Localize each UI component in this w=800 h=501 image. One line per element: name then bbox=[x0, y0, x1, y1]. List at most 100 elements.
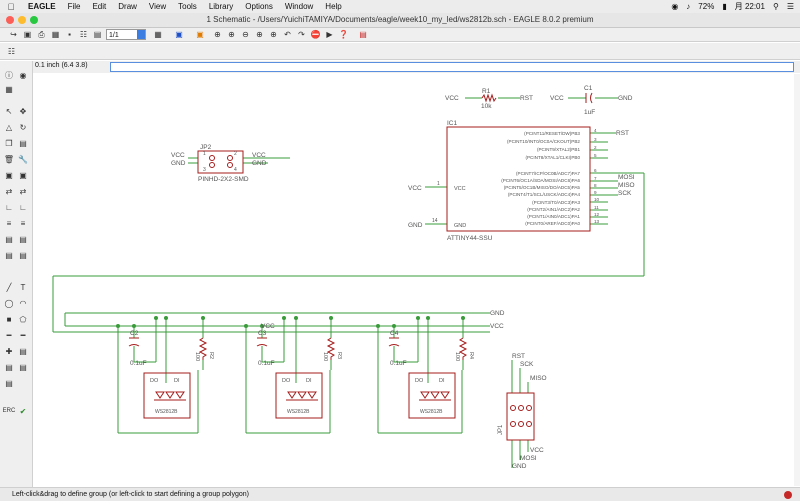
ic1-gnd-net-label: GND bbox=[408, 222, 423, 229]
sheet-select[interactable]: 1/1 bbox=[106, 29, 146, 40]
wire-icon[interactable]: ╱ bbox=[6, 282, 12, 292]
menu-edit[interactable]: Edit bbox=[92, 2, 107, 11]
help-icon[interactable]: ❓ bbox=[338, 30, 349, 39]
jp2-gnd-right-label: GND bbox=[252, 160, 267, 167]
junction-icon[interactable]: ✚ bbox=[5, 346, 13, 356]
zoom-in-icon[interactable]: ⊕ bbox=[228, 30, 235, 39]
jp2-vcc-right-label: VCC bbox=[252, 152, 266, 159]
copy-icon[interactable]: ❐ bbox=[5, 138, 13, 148]
vertical-scrollbar[interactable] bbox=[794, 74, 800, 486]
schematic-labels: VCC RST R1 10k VCC GND C1 1uF JP2 PINHD-… bbox=[130, 85, 635, 470]
menu-help[interactable]: Help bbox=[325, 2, 342, 11]
jp1-mosi-label: MOSI bbox=[520, 455, 537, 462]
erc-tool-icon[interactable]: ERC bbox=[2, 408, 16, 414]
zoom-fit-icon[interactable]: ⊕ bbox=[214, 30, 221, 39]
battery-icon[interactable]: ▮ bbox=[722, 2, 727, 11]
ic1-pinnum: 7 bbox=[594, 176, 597, 181]
info-icon[interactable]: ⓘ bbox=[5, 70, 13, 80]
wrench-icon[interactable]: 🔧 bbox=[18, 154, 28, 164]
menu-tools[interactable]: Tools bbox=[178, 2, 197, 11]
mirror-icon[interactable]: △ bbox=[5, 122, 13, 132]
menu-list-icon[interactable]: ☰ bbox=[786, 2, 794, 11]
frame-icon[interactable]: ▤ bbox=[5, 378, 13, 388]
split-icon[interactable]: ∟ bbox=[5, 202, 13, 212]
battery-text[interactable]: 72% bbox=[698, 2, 715, 11]
erc-icon[interactable]: ▣ bbox=[175, 30, 183, 39]
ic1-pinnum: 11 bbox=[594, 205, 599, 210]
nets bbox=[52, 97, 645, 468]
go-icon[interactable]: ▶ bbox=[326, 30, 333, 39]
menu-draw[interactable]: Draw bbox=[118, 2, 137, 11]
menu-file[interactable]: File bbox=[67, 2, 81, 11]
clock[interactable]: 月 22:01 bbox=[734, 2, 765, 11]
ic1-pin-pa1: (PCINT1/AIN0/ADC1)PA1 bbox=[527, 214, 580, 219]
grid-icon[interactable]: ☷ bbox=[79, 30, 88, 39]
bus-icon[interactable]: ━ bbox=[6, 330, 12, 340]
show-icon[interactable]: ◉ bbox=[19, 70, 27, 80]
pinswap-icon[interactable]: ⇄ bbox=[5, 186, 13, 196]
polygon-icon[interactable]: ⬠ bbox=[19, 314, 27, 324]
open-icon[interactable]: ↪ bbox=[10, 30, 17, 39]
menu-view[interactable]: View bbox=[148, 2, 167, 11]
menu-app[interactable]: EAGLE bbox=[28, 2, 56, 11]
zoom-select-icon[interactable]: ⊕ bbox=[256, 30, 263, 39]
replace-icon[interactable]: ▣ bbox=[19, 170, 27, 180]
text-icon[interactable]: T bbox=[20, 282, 26, 292]
stop-icon[interactable]: ⛔ bbox=[310, 30, 321, 39]
move-icon[interactable]: ✥ bbox=[19, 106, 27, 116]
ic1-package: ATTINY44-SSU bbox=[447, 235, 493, 242]
drc-icon[interactable]: ▦ bbox=[154, 30, 162, 39]
c4-value: 0.1uF bbox=[390, 360, 407, 367]
ulp-icon[interactable]: ▣ bbox=[196, 30, 204, 39]
menu-options[interactable]: Options bbox=[245, 2, 273, 11]
rect-icon[interactable]: ■ bbox=[6, 314, 12, 324]
errors-icon[interactable]: ✔ bbox=[19, 406, 27, 416]
print-icon[interactable]: ⎙ bbox=[38, 29, 45, 39]
board-icon[interactable]: ▪ bbox=[68, 30, 71, 39]
ic1-pin-pa2: (PCINT2/AIN1/ADC2)PA2 bbox=[527, 207, 580, 212]
dimension-icon[interactable]: ▤ bbox=[19, 362, 27, 372]
paste-icon[interactable]: ▤ bbox=[19, 138, 27, 148]
display-icon[interactable]: ▦ bbox=[5, 84, 13, 94]
zoom-window-button[interactable] bbox=[30, 16, 38, 24]
circle-icon[interactable]: ◯ bbox=[4, 298, 14, 308]
cam-icon[interactable]: ▦ bbox=[51, 30, 60, 39]
name-icon[interactable]: ▤ bbox=[19, 234, 27, 244]
save-icon[interactable]: ▣ bbox=[23, 30, 32, 39]
layer-settings-icon[interactable]: ☷ bbox=[7, 46, 16, 56]
apple-icon[interactable]:  bbox=[0, 2, 22, 12]
add-icon[interactable]: ▣ bbox=[5, 170, 13, 180]
redraw-icon[interactable]: ⊕ bbox=[270, 30, 277, 39]
delete-icon[interactable]: 🗑 bbox=[3, 154, 15, 164]
design-link-icon[interactable]: ▤ bbox=[359, 30, 367, 39]
undo-icon[interactable]: ↶ bbox=[284, 30, 291, 39]
net-icon[interactable]: ━ bbox=[20, 330, 26, 340]
gateswap-icon[interactable]: ⇄ bbox=[19, 186, 27, 196]
group-icon[interactable]: ▤ bbox=[19, 250, 27, 260]
jp2-pin3: 3 bbox=[203, 167, 206, 173]
select-icon[interactable]: ↖ bbox=[5, 106, 13, 116]
stop-command-icon[interactable] bbox=[784, 490, 792, 499]
rotate-icon[interactable]: ↻ bbox=[19, 122, 27, 132]
optimize-icon[interactable]: ≡ bbox=[6, 218, 12, 228]
minimize-window-button[interactable] bbox=[18, 16, 26, 24]
zoom-out-icon[interactable]: ⊖ bbox=[242, 30, 249, 39]
change-icon[interactable]: ▤ bbox=[5, 250, 13, 260]
arc-icon[interactable]: ◠ bbox=[19, 298, 27, 308]
script-icon[interactable]: ▤ bbox=[93, 30, 102, 39]
smash-icon[interactable]: ≡ bbox=[20, 218, 26, 228]
wifi-icon[interactable]: ◉ bbox=[671, 2, 679, 11]
close-window-button[interactable] bbox=[6, 16, 14, 24]
value-icon[interactable]: ▤ bbox=[5, 234, 13, 244]
search-icon[interactable]: ⚲ bbox=[772, 2, 779, 11]
attribute-icon[interactable]: ▤ bbox=[5, 362, 13, 372]
volume-icon[interactable]: ♪ bbox=[686, 2, 691, 11]
command-input[interactable] bbox=[110, 62, 794, 72]
label-icon[interactable]: ▤ bbox=[19, 346, 27, 356]
schematic-canvas[interactable]: VCC RST R1 10k VCC GND C1 1uF JP2 PINHD-… bbox=[33, 74, 794, 486]
menu-window[interactable]: Window bbox=[284, 2, 314, 11]
redo-icon[interactable]: ↷ bbox=[298, 30, 305, 39]
jp1-rst-label: RST bbox=[512, 353, 525, 360]
miter-icon[interactable]: ∟ bbox=[19, 202, 27, 212]
menu-library[interactable]: Library bbox=[208, 2, 234, 11]
